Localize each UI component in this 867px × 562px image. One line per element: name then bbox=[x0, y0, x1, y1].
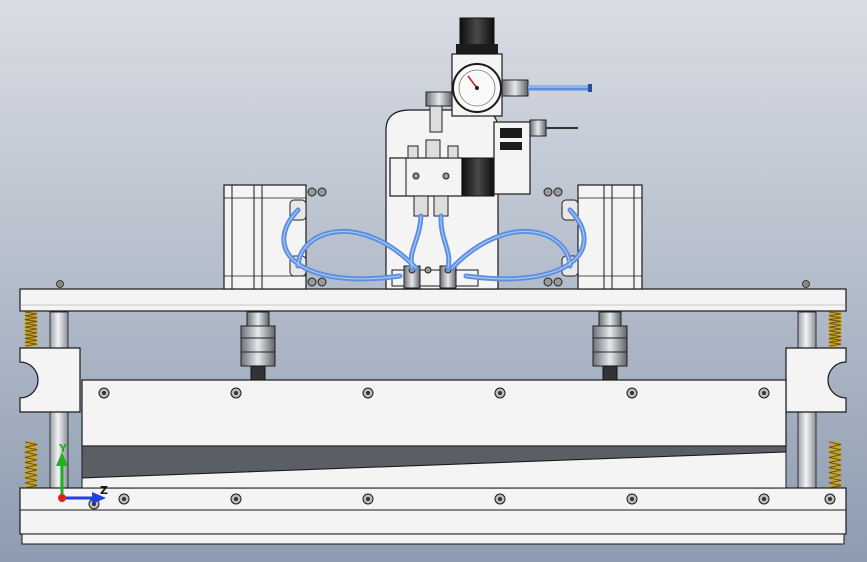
spring-coil bbox=[24, 311, 38, 347]
spring-coil bbox=[828, 441, 842, 489]
filter-regulator bbox=[425, 17, 529, 133]
connector-left bbox=[240, 311, 276, 381]
clamp-bar-screws bbox=[98, 387, 770, 399]
solenoid-valve bbox=[389, 119, 578, 217]
clamp-bar bbox=[81, 379, 787, 489]
z-axis-label: Z bbox=[100, 484, 108, 497]
supply-hose bbox=[528, 84, 592, 92]
spring-coil bbox=[24, 441, 38, 489]
spring-coil bbox=[828, 311, 842, 347]
triad-origin-icon bbox=[58, 494, 66, 502]
base-plate bbox=[19, 487, 847, 545]
air-hoses bbox=[281, 207, 587, 282]
manifold bbox=[391, 265, 479, 289]
y-axis-label: Y bbox=[58, 442, 68, 455]
air-cylinder-right bbox=[543, 184, 643, 290]
springs bbox=[24, 310, 842, 490]
connector-right bbox=[592, 311, 628, 381]
base-plate-screws bbox=[88, 493, 836, 510]
coordinate-triad[interactable]: Y Z X bbox=[56, 442, 108, 504]
side-block-left bbox=[19, 347, 81, 413]
side-block-right bbox=[785, 347, 847, 413]
